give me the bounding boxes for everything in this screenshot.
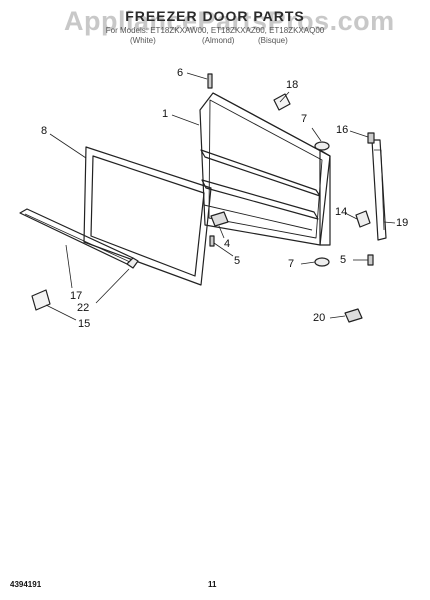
callout-6: 6	[177, 67, 184, 79]
model-list: For Models: ET18ZKXAW00, ET18ZKXAZ00, ET…	[105, 26, 325, 35]
callout-1: 1	[162, 108, 169, 120]
label-18	[273, 93, 291, 111]
variant-bisque: (Bisque)	[258, 36, 288, 45]
page-title: FREEZER DOOR PARTS	[125, 8, 305, 24]
callout-16: 16	[336, 124, 349, 136]
callout-5-right: 5	[340, 254, 347, 266]
callout-7-upper: 7	[301, 113, 308, 125]
callout-15: 15	[78, 318, 91, 330]
doc-number: 4394191	[10, 580, 42, 589]
cap-7-upper	[314, 141, 330, 151]
watermark: AppliancePartsPros.com	[64, 6, 395, 36]
callout-17: 17	[70, 290, 83, 302]
screw-5-left	[209, 235, 215, 247]
handle-bracket	[355, 210, 371, 228]
end-cap	[126, 257, 139, 269]
part-15	[31, 289, 51, 311]
door-panel	[199, 92, 331, 246]
door-handle	[371, 139, 387, 241]
callout-14: 14	[335, 206, 348, 218]
door-gasket-inner	[90, 155, 205, 277]
callout-20: 20	[313, 312, 326, 324]
screw-6	[207, 73, 213, 89]
part-20	[344, 308, 363, 323]
callout-7-lower: 7	[288, 258, 295, 270]
callout-5-left: 5	[234, 255, 241, 267]
door-gasket	[83, 146, 212, 286]
cap-7-lower	[314, 257, 330, 267]
callout-19: 19	[396, 217, 409, 229]
callout-18: 18	[286, 79, 299, 91]
screw-5-right	[367, 254, 374, 266]
callout-4: 4	[224, 238, 231, 250]
variant-almond: (Almond)	[202, 36, 235, 45]
page-number: 11	[208, 580, 217, 589]
callout-8: 8	[41, 125, 48, 137]
variant-white: (White)	[130, 36, 156, 45]
callout-22: 22	[77, 302, 90, 314]
hinge-4	[210, 211, 229, 227]
screw-16	[367, 132, 375, 144]
